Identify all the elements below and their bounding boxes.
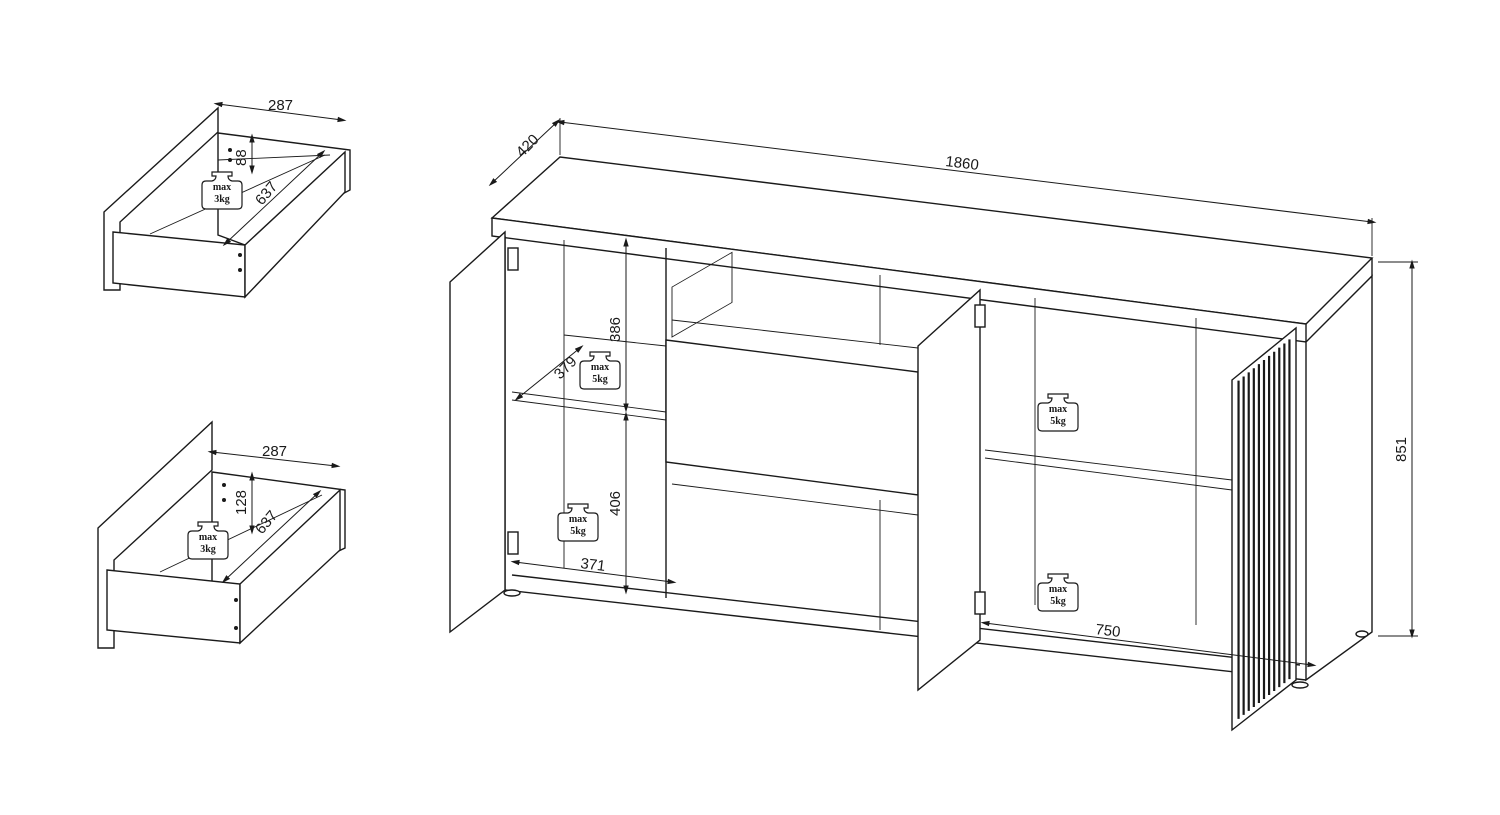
dim-left-inner-width-label: 371	[580, 555, 607, 575]
svg-text:max: max	[1049, 404, 1067, 415]
dim-height-label: 88	[233, 149, 250, 166]
drawer-top-view: 287 88 637 max 3kg	[103, 97, 351, 299]
cabinet-left-door	[449, 230, 506, 634]
max-load-weight-icon: max 3kg	[187, 521, 229, 560]
cabinet-right-side	[1305, 274, 1373, 682]
dim-upper-height-label: 386	[607, 317, 624, 342]
max-load-weight-icon: max 5kg	[557, 503, 599, 542]
dim-line-width	[555, 119, 1377, 225]
svg-text:5kg: 5kg	[592, 374, 608, 385]
drawer-bottom-view: 287 128 637 max 3kg	[97, 420, 346, 649]
dim-line-shelf-depth	[514, 345, 584, 401]
cabinet-middle-door	[917, 288, 981, 692]
svg-text:3kg: 3kg	[200, 544, 216, 555]
svg-text:5kg: 5kg	[1050, 596, 1066, 607]
dim-width-label: 287	[268, 97, 293, 114]
max-load-weight-icon: max 3kg	[201, 171, 243, 210]
dim-height-label: 128	[233, 490, 250, 515]
dim-line-depth	[488, 118, 561, 187]
svg-text:3kg: 3kg	[214, 194, 230, 205]
svg-text:max: max	[569, 514, 587, 525]
drawer-bottom-front-panel	[97, 420, 213, 649]
sideboard-view: 420 1860 851 386 406 379 371 750 max 5kg…	[449, 118, 1418, 732]
dim-width-label: 287	[262, 443, 287, 460]
dim-height-label: 851	[1393, 437, 1410, 462]
dim-lower-height-label: 406	[607, 491, 624, 516]
dim-line-left-inner-width	[510, 559, 677, 585]
dim-line-depth	[221, 489, 322, 584]
dim-width-label: 1860	[945, 153, 980, 174]
dim-depth-label: 420	[513, 131, 543, 161]
dim-right-inner-width-label: 750	[1095, 621, 1122, 641]
svg-text:max: max	[1049, 584, 1067, 595]
svg-text:5kg: 5kg	[1050, 416, 1066, 427]
max-load-weight-icon: max 5kg	[1037, 393, 1079, 432]
dim-line-right-inner-width	[980, 620, 1317, 668]
dim-line-depth	[222, 149, 326, 247]
dim-line-width	[213, 101, 347, 123]
cabinet-drawer-front	[665, 339, 919, 496]
svg-text:5kg: 5kg	[570, 526, 586, 537]
svg-text:max: max	[213, 182, 231, 193]
drawer-top-face	[112, 231, 246, 298]
max-load-weight-icon: max 5kg	[579, 351, 621, 390]
svg-text:max: max	[591, 362, 609, 373]
dim-line-width	[207, 449, 341, 469]
svg-text:max: max	[199, 532, 217, 543]
max-load-weight-icon: max 5kg	[1037, 573, 1079, 612]
dim-shelf-depth-label: 379	[551, 353, 581, 383]
